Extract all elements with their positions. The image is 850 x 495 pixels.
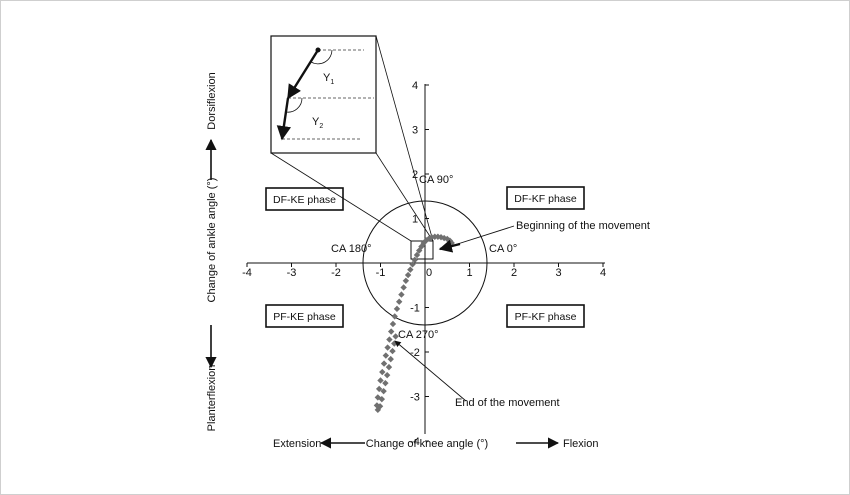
data-point (418, 243, 425, 250)
x-tick-label: 2 (511, 267, 517, 279)
data-point (416, 247, 423, 254)
data-point (389, 347, 396, 355)
x-axis-ticks: -4 -3 -2 -1 0 1 2 3 4 (242, 263, 606, 279)
phase-box-bottom-right: PF-KF phase (506, 304, 585, 328)
data-point (395, 298, 403, 305)
circle-label-270: CA 270° (398, 329, 438, 341)
x-axis-title: Change of knee angle (°) (366, 438, 488, 450)
inset-zoom: Y1 Y2 (270, 35, 377, 154)
y-tick-label: -3 (410, 392, 420, 404)
data-point (402, 277, 410, 284)
zoom-connector-top (375, 35, 434, 242)
data-point (386, 336, 393, 343)
phase-label-bottom-right: PF-KF phase (515, 311, 577, 323)
end-annotation-label: End of the movement (455, 397, 560, 409)
phase-box-top-right: DF-KF phase (506, 186, 585, 210)
data-point (382, 352, 390, 359)
data-point (383, 371, 391, 379)
x-tick-label: 4 (600, 267, 606, 279)
data-point (413, 251, 421, 259)
phase-box-top-left: DF-KE phase (265, 187, 344, 211)
y-tick-label: 1 (412, 214, 418, 226)
data-point (411, 256, 418, 264)
data-point (376, 403, 384, 410)
data-point (377, 377, 384, 384)
circle-label-180: CA 180° (331, 243, 371, 255)
zoom-connector-left (270, 152, 412, 242)
zoom-source-box (410, 240, 434, 260)
data-point (378, 395, 386, 403)
circle-label-90: CA 90° (419, 174, 453, 186)
y-tick-label: 3 (412, 125, 418, 137)
data-point (375, 385, 383, 393)
data-point (392, 333, 399, 340)
data-point (407, 266, 414, 273)
end-annotation-line (394, 340, 467, 402)
x-tick-label: -4 (242, 267, 252, 279)
x-tick-label: -3 (287, 267, 297, 279)
y-tick-label: -1 (410, 303, 420, 315)
start-annotation-label: Beginning of the movement (516, 220, 650, 232)
x-tick-label: 1 (466, 267, 472, 279)
y-tick-label: 4 (412, 80, 418, 92)
x-tick-label: -2 (331, 267, 341, 279)
data-point (387, 328, 395, 335)
phase-label-bottom-left: PF-KE phase (273, 311, 336, 323)
phase-label-top-left: DF-KE phase (273, 194, 336, 206)
data-point (380, 360, 388, 367)
data-point (398, 291, 405, 298)
inset-label-y1: Y1 (323, 72, 334, 86)
inset-label-y2: Y2 (312, 116, 323, 130)
x-tick-label: 0 (426, 267, 432, 279)
data-point (404, 271, 412, 279)
data-point (382, 379, 389, 387)
y-tick-label: -4 (410, 436, 420, 448)
circle-label-0: CA 0° (489, 243, 517, 255)
data-points (373, 233, 455, 414)
data-point (393, 305, 401, 313)
data-point (379, 368, 386, 376)
data-point (409, 261, 416, 268)
planterflexion-label: Planterflexion (206, 365, 218, 432)
extension-label: Extension (273, 438, 321, 450)
flexion-label: Flexion (563, 438, 598, 450)
data-point (385, 363, 393, 371)
start-annotation-line (444, 225, 515, 250)
phase-box-bottom-left: PF-KE phase (265, 304, 344, 328)
x-tick-label: 3 (555, 267, 561, 279)
y-axis-title: Change of ankle angle (°) (206, 178, 218, 303)
data-point (391, 340, 398, 347)
data-point (400, 284, 407, 291)
data-point (444, 235, 451, 243)
data-point (387, 355, 394, 363)
y-tick-label: -2 (410, 347, 420, 359)
dorsiflexion-label: Dorsiflexion (206, 72, 218, 129)
data-point (389, 320, 397, 328)
data-point (384, 344, 391, 351)
data-point (391, 313, 398, 320)
x-tick-label: -1 (376, 267, 386, 279)
data-point (380, 387, 387, 395)
phase-label-top-right: DF-KF phase (514, 193, 577, 205)
reference-circle (362, 200, 488, 326)
zoom-connector-right (375, 152, 434, 242)
